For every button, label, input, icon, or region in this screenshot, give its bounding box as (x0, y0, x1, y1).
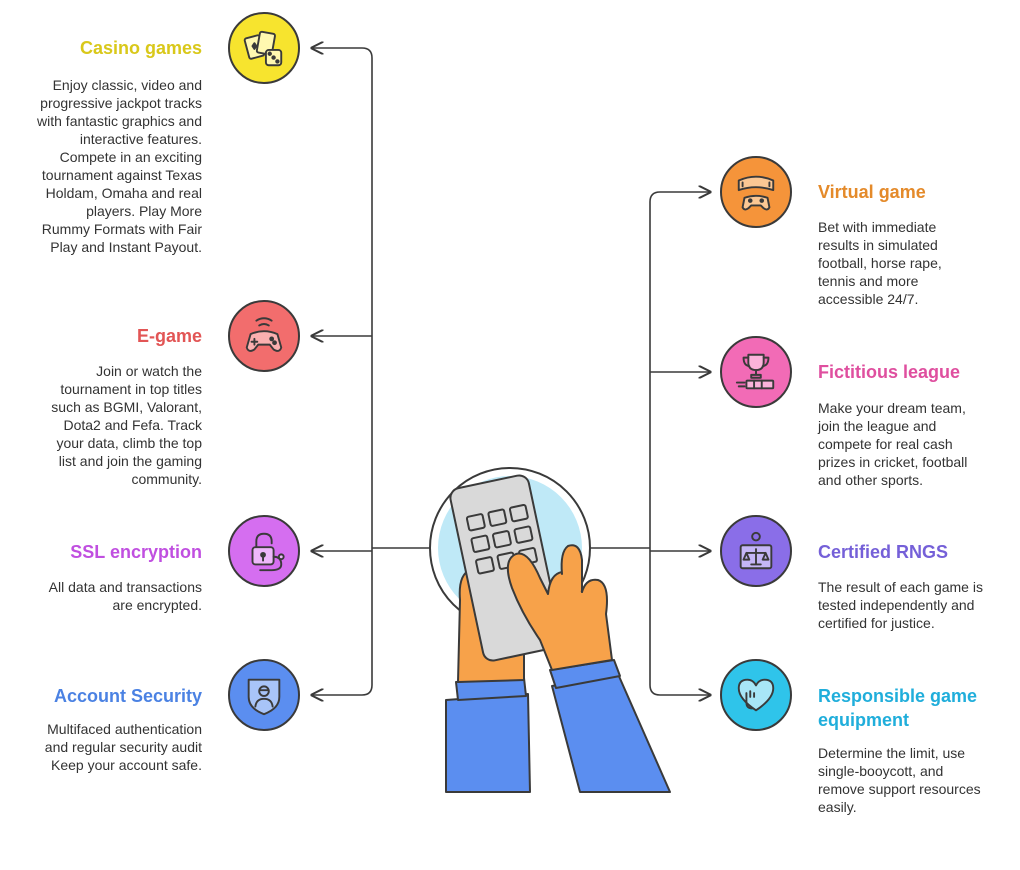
fictitious-league-icon-circle (720, 336, 792, 408)
shield-user-icon (247, 678, 281, 716)
virtual-game-title: Virtual game (818, 182, 926, 202)
heart-hand-icon (737, 678, 775, 712)
connector-to-virtual (649, 192, 710, 548)
ssl-encryption-title: SSL encryption (70, 542, 202, 562)
trophy-icon (735, 353, 775, 390)
fictitious-league-description: Make your dream team, join the league an… (818, 400, 968, 488)
e-game-title: E-game (136, 326, 202, 346)
account-security-title: Account Security (53, 686, 202, 706)
e-game-description: Join or watch the tournament in top titl… (51, 363, 202, 487)
hand-holding-phone-icon (429, 467, 671, 793)
casino-games-description: Enjoy classic, video and progressive jac… (37, 77, 202, 255)
casino-games-title: Casino games (79, 38, 202, 58)
certified-rngs-title: Certified RNGS (818, 542, 949, 562)
ssl-encryption-description: All data and transactions are encrypted. (48, 579, 202, 613)
responsible-game-title: Responsible game equipment (818, 686, 978, 730)
scale-icon (739, 531, 773, 570)
gamepad-icon (245, 317, 283, 352)
e-game-icon-circle (228, 300, 300, 372)
right-sleeve (551, 673, 671, 793)
virtual-game-icon-circle (720, 156, 792, 228)
connector-to-casino (312, 48, 373, 548)
responsible-game-description: Determine the limit, use single-booycott… (818, 745, 981, 815)
padlock-icon (251, 532, 285, 572)
fictitious-league-title: Fictitious league (818, 362, 961, 382)
connector-to-responsible (649, 548, 710, 695)
account-security-icon-circle (228, 659, 300, 731)
certified-rngs-icon-circle (720, 515, 792, 587)
ssl-encryption-icon-circle (228, 515, 300, 587)
dice-cards-icon (243, 30, 283, 67)
virtual-game-description: Bet with immediate results in simulated … (818, 219, 942, 307)
left-sleeve (445, 693, 531, 793)
connector-to-account (312, 548, 373, 695)
vr-headset-gamepad-icon (737, 175, 775, 211)
certified-rngs-description: The result of each game is tested indepe… (818, 579, 983, 631)
account-security-description: Multifaced authentication and regular se… (44, 721, 202, 773)
responsible-game-icon-circle (720, 659, 792, 731)
right-hand (506, 552, 613, 671)
casino-games-icon-circle (228, 12, 300, 84)
